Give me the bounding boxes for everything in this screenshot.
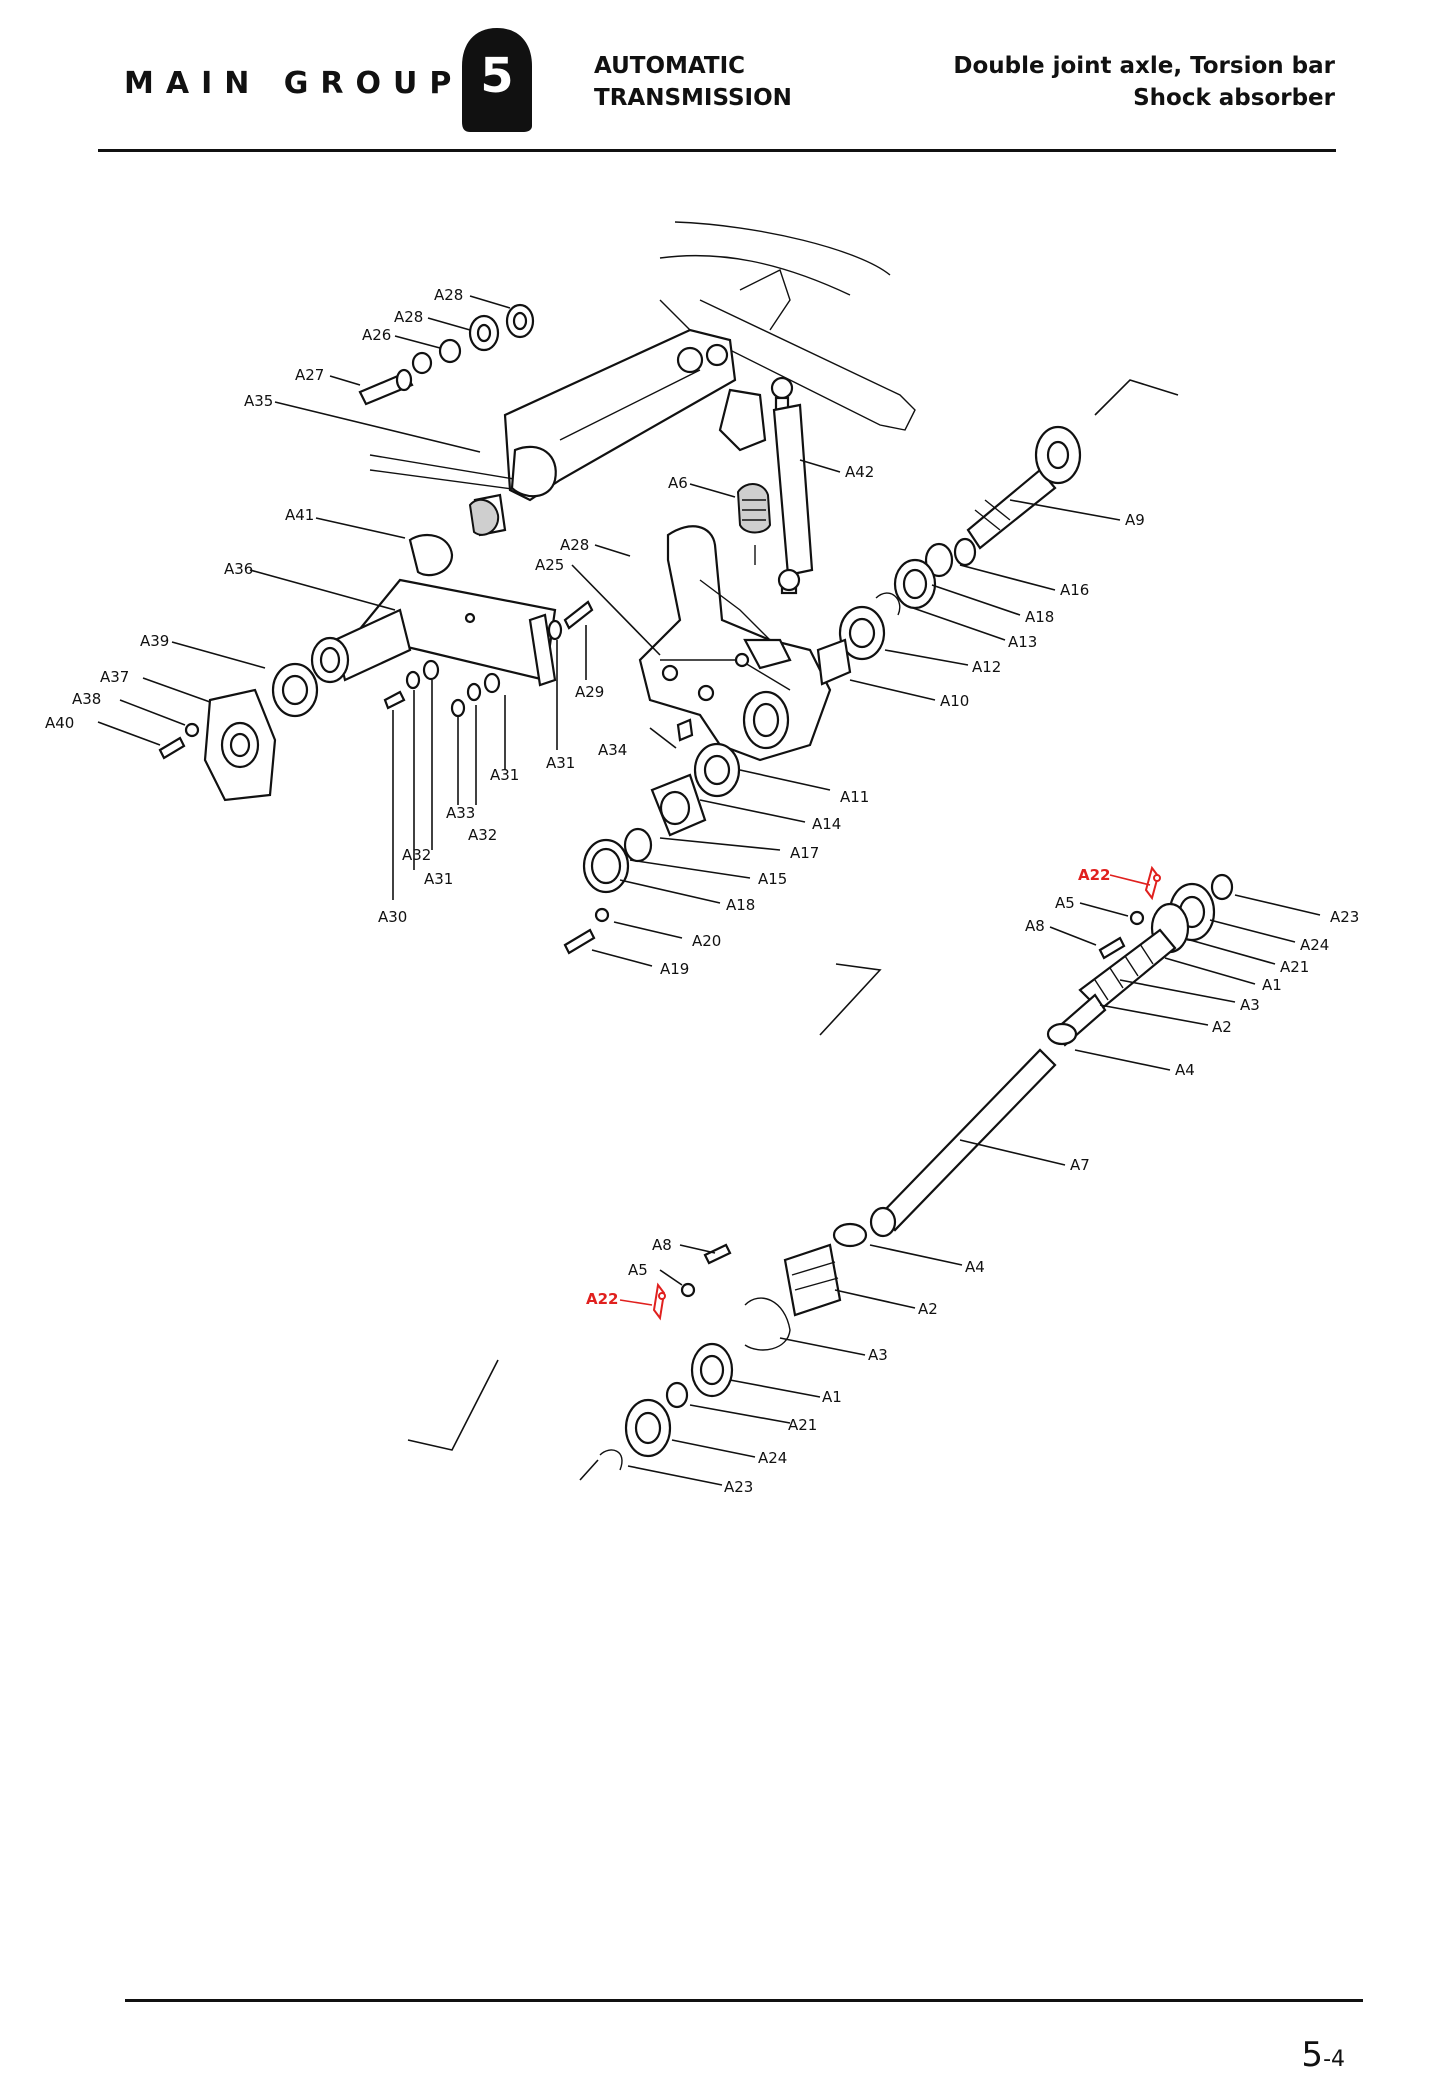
torsion-bar-tube [271,533,557,718]
label-bottom-a5: A5 [628,1261,648,1279]
section-line-1: AUTOMATIC [594,53,746,79]
label-right-a1: A1 [1262,976,1282,994]
section-line-2: TRANSMISSION [594,85,792,111]
label-a34: A34 [598,741,627,759]
label-a40: A40 [45,714,74,732]
label-a15: A15 [758,870,787,888]
label-a30: A30 [378,908,407,926]
upper-bushings [358,303,535,406]
label-a16: A16 [1060,581,1089,599]
badge-shape [462,28,532,132]
label-right-a5: A5 [1055,894,1075,912]
label-bottom-a4: A4 [965,1258,985,1276]
small-fasteners [383,600,694,742]
part-labels: A28 A28 A26 A27 A35 A6 A42 A9 A41 A28 A2… [45,286,1359,1496]
label-right-a23: A23 [1330,908,1359,926]
subtitle-line-2: Shock absorber [1133,85,1335,111]
label-a31-c: A31 [424,870,453,888]
label-bottom-a3: A3 [868,1346,888,1364]
shock-absorber [770,376,814,595]
header-rule [98,149,1336,152]
label-right-a24: A24 [1300,936,1329,954]
label-bottom-a23: A23 [724,1478,753,1496]
page-number-main: 5 [1301,2035,1324,2075]
bump-stop [736,483,772,565]
leader-lines [97,295,1321,1486]
label-a32-a: A32 [468,826,497,844]
group-number: 5 [480,48,514,104]
label-a35: A35 [244,392,273,410]
joint-shaft-right [869,865,1234,1238]
label-a18-b: A18 [726,896,755,914]
label-right-a7: A7 [1070,1156,1090,1174]
label-bottom-a22: A22 [586,1290,618,1308]
bearing-stack-lower [563,742,741,955]
group-number-badge: 5 [460,26,534,134]
label-a31-a: A31 [546,754,575,772]
label-bottom-a1: A1 [822,1388,842,1406]
label-a19: A19 [660,960,689,978]
label-right-a8: A8 [1025,917,1045,935]
label-a17: A17 [790,844,819,862]
main-group-heading: MAIN GROUP [124,66,464,101]
label-right-a22: A22 [1078,866,1110,884]
label-right-a4: A4 [1175,1061,1195,1079]
label-a10: A10 [940,692,969,710]
footer-rule [125,1999,1363,2002]
label-a27: A27 [295,366,324,384]
label-a28-c: A28 [560,536,589,554]
label-a41: A41 [285,506,314,524]
page-number: 5-4 [1301,2035,1345,2075]
label-a18: A18 [1025,608,1054,626]
label-a38: A38 [72,690,101,708]
label-bottom-a2: A2 [918,1300,938,1318]
page-subtitle: Double joint axle, Torsion bar Shock abs… [953,50,1335,114]
label-a33: A33 [446,804,475,822]
bearing-stack-upper [816,537,977,686]
label-a12: A12 [972,658,1001,676]
label-a37: A37 [100,668,129,686]
label-a13: A13 [1008,633,1037,651]
trailing-arm-housing [638,525,832,762]
subtitle-line-1: Double joint axle, Torsion bar [953,53,1335,79]
label-a36: A36 [224,560,253,578]
label-bottom-a8: A8 [652,1236,672,1254]
torsion-cover [158,688,277,802]
label-a20: A20 [692,932,721,950]
label-bottom-a24: A24 [758,1449,787,1467]
label-a39: A39 [140,632,169,650]
label-a11: A11 [840,788,869,806]
label-a14: A14 [812,815,841,833]
label-a9: A9 [1125,511,1145,529]
label-a25: A25 [535,556,564,574]
label-a6: A6 [668,474,688,492]
page-number-sub: -4 [1323,2047,1345,2072]
axle-frame [369,221,916,537]
label-a26: A26 [362,326,391,344]
label-right-a2: A2 [1212,1018,1232,1036]
drive-flange-shaft [966,425,1082,550]
label-bottom-a21: A21 [788,1416,817,1434]
label-a28-top: A28 [434,286,463,304]
label-right-a3: A3 [1240,996,1260,1014]
label-a31-b: A31 [490,766,519,784]
label-a42: A42 [845,463,874,481]
section-title: AUTOMATIC TRANSMISSION [594,50,792,114]
direction-arrows [407,379,1179,1481]
joint-shaft-left [599,1222,868,1471]
label-a32-b: A32 [402,846,431,864]
label-a28-b: A28 [394,308,423,326]
label-a29: A29 [575,683,604,701]
label-right-a21: A21 [1280,958,1309,976]
